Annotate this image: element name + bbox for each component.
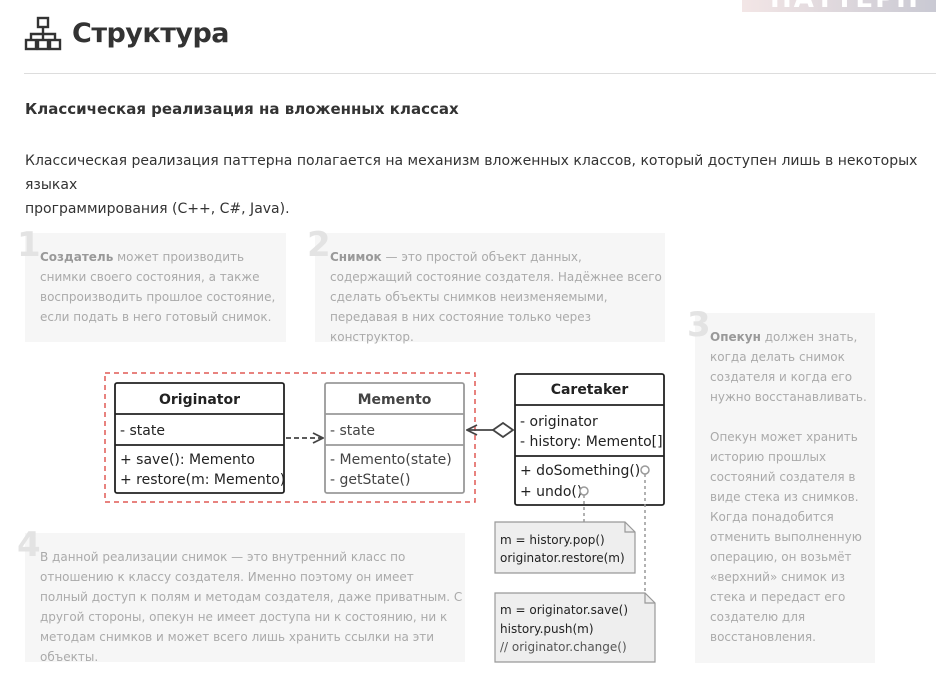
intro-text: Классическая реализация паттерна полагае… (25, 149, 925, 221)
aggregation-diamond (491, 421, 515, 439)
caretaker-method-dosomething: + doSomething() (520, 463, 640, 479)
originator-field: - state (120, 423, 165, 439)
note-3: 3 Опекун должен знать, когда делать сним… (687, 305, 875, 663)
caretaker-title: Caretaker (551, 382, 629, 398)
note-2-number: 2 (307, 225, 331, 265)
structure-icon (24, 16, 62, 51)
undo-anchor (579, 486, 589, 496)
originator-class: Originator - state + save(): Memento + r… (114, 382, 285, 494)
note-3-text-2: Опекун может хранить историю прошлых сос… (710, 430, 862, 644)
undo-note-line-1: m = history.pop() (500, 533, 605, 547)
memento-title: Memento (358, 392, 432, 408)
section-subtitle: Классическая реализация на вложенных кла… (25, 100, 459, 118)
originator-title: Originator (159, 392, 240, 408)
note-4-number: 4 (17, 525, 41, 565)
inner-class-frame (104, 372, 476, 503)
note-1: 1 Создатель может производить снимки сво… (17, 225, 286, 342)
do-note-line-2: history.push(m) (500, 622, 594, 636)
do-note-line-3: // originator.change() (500, 640, 627, 654)
top-banner: ПАТТЕРН (742, 0, 936, 12)
page-title-text: Структура (72, 17, 230, 49)
do-note-line-1: m = originator.save() (500, 603, 628, 617)
note-2: 2 Снимок — это простой объект данных, со… (307, 225, 665, 344)
undo-note-line-2: originator.restore(m) (500, 551, 625, 565)
caretaker-field-originator: - originator (520, 414, 598, 430)
undo-code-note: m = history.pop() originator.restore(m) (494, 521, 636, 574)
memento-class: Memento - state - Memento(state) - getSt… (324, 382, 465, 494)
note-1-text: может производить снимки своего состояни… (40, 250, 276, 324)
originator-method-save: + save(): Memento (120, 452, 255, 468)
memento-constructor: - Memento(state) (330, 452, 452, 468)
memento-field: - state (330, 423, 375, 439)
note-4: 4 В данной реализации снимок — это внутр… (17, 525, 465, 664)
note-2-bold: Снимок (330, 250, 382, 264)
banner-text: ПАТТЕРН (770, 0, 920, 12)
note-3-number: 3 (687, 305, 711, 345)
note-3-text: должен знать, когда делать снимок создат… (710, 330, 867, 404)
note-2-text: — это простой объект данных, содержащий … (330, 250, 662, 344)
caretaker-class: Caretaker - originator - history: Mement… (514, 373, 665, 506)
note-1-number: 1 (17, 225, 41, 265)
originator-method-restore: + restore(m: Memento) (120, 472, 285, 488)
dosomething-anchor (640, 465, 650, 475)
memento-getstate: - getState() (330, 472, 410, 488)
note-1-bold: Создатель (40, 250, 114, 264)
caretaker-method-undo: + undo() (520, 484, 582, 500)
intro-line-2: программирования (C++, C#, Java). (25, 201, 290, 217)
caretaker-field-history: - history: Memento[] (520, 434, 663, 450)
dosomething-code-note: m = originator.save() history.push(m) //… (494, 592, 656, 663)
note-4-text: В данной реализации снимок — это внутрен… (40, 550, 463, 664)
intro-line-1: Классическая реализация паттерна полагае… (25, 153, 918, 193)
divider (24, 73, 936, 74)
note-3-bold: Опекун (710, 330, 761, 344)
page-title: Структура (24, 14, 230, 52)
